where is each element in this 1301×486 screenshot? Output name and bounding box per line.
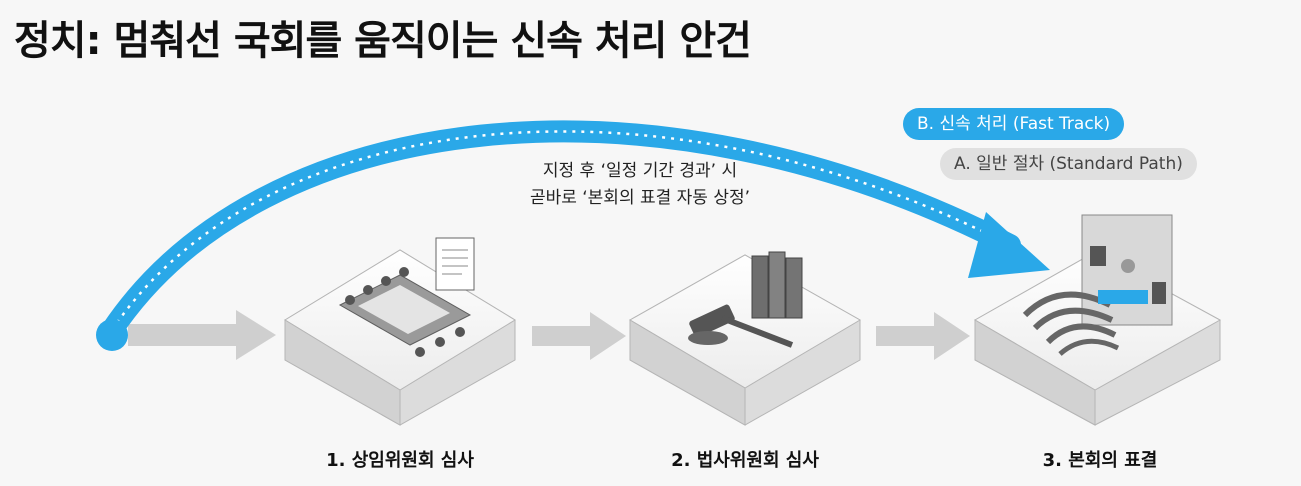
law-books-icon xyxy=(751,251,803,319)
standard-arrow-2 xyxy=(532,312,626,360)
annotation-line-1: 지정 후 ‘일정 기간 경과’ 시 xyxy=(542,161,738,181)
step-2-platform xyxy=(629,251,861,426)
gavel-icon xyxy=(688,304,794,348)
annotation-line-2: 곧바로 ‘본회의 표결 자동 상정’ xyxy=(529,188,751,208)
standard-path-arrows xyxy=(128,310,970,360)
start-node xyxy=(96,319,128,351)
committee-table-icon xyxy=(338,237,475,357)
standard-arrow-1 xyxy=(128,310,276,360)
step-1-label: 1. 상임위원회 심사 xyxy=(326,450,474,471)
step-3-platform xyxy=(973,214,1222,426)
plenary-hall-icon xyxy=(1022,214,1173,356)
fast-track-arrow xyxy=(96,120,1050,351)
fast-track-legend: B. 신속 처리 (Fast Track) xyxy=(903,108,1125,140)
standard-path-legend: A. 일반 절차 (Standard Path) xyxy=(940,148,1197,180)
step-2-label: 2. 법사위원회 심사 xyxy=(671,450,819,471)
standard-arrow-3 xyxy=(876,312,970,360)
fast-track-annotation: 지정 후 ‘일정 기간 경과’ 시 곧바로 ‘본회의 표결 자동 상정’ xyxy=(460,158,820,212)
step-3-label: 3. 본회의 표결 xyxy=(1042,450,1158,471)
step-1-platform xyxy=(284,237,516,426)
page-title: 정치: 멈춰선 국회를 움직이는 신속 처리 안건 xyxy=(14,18,752,64)
